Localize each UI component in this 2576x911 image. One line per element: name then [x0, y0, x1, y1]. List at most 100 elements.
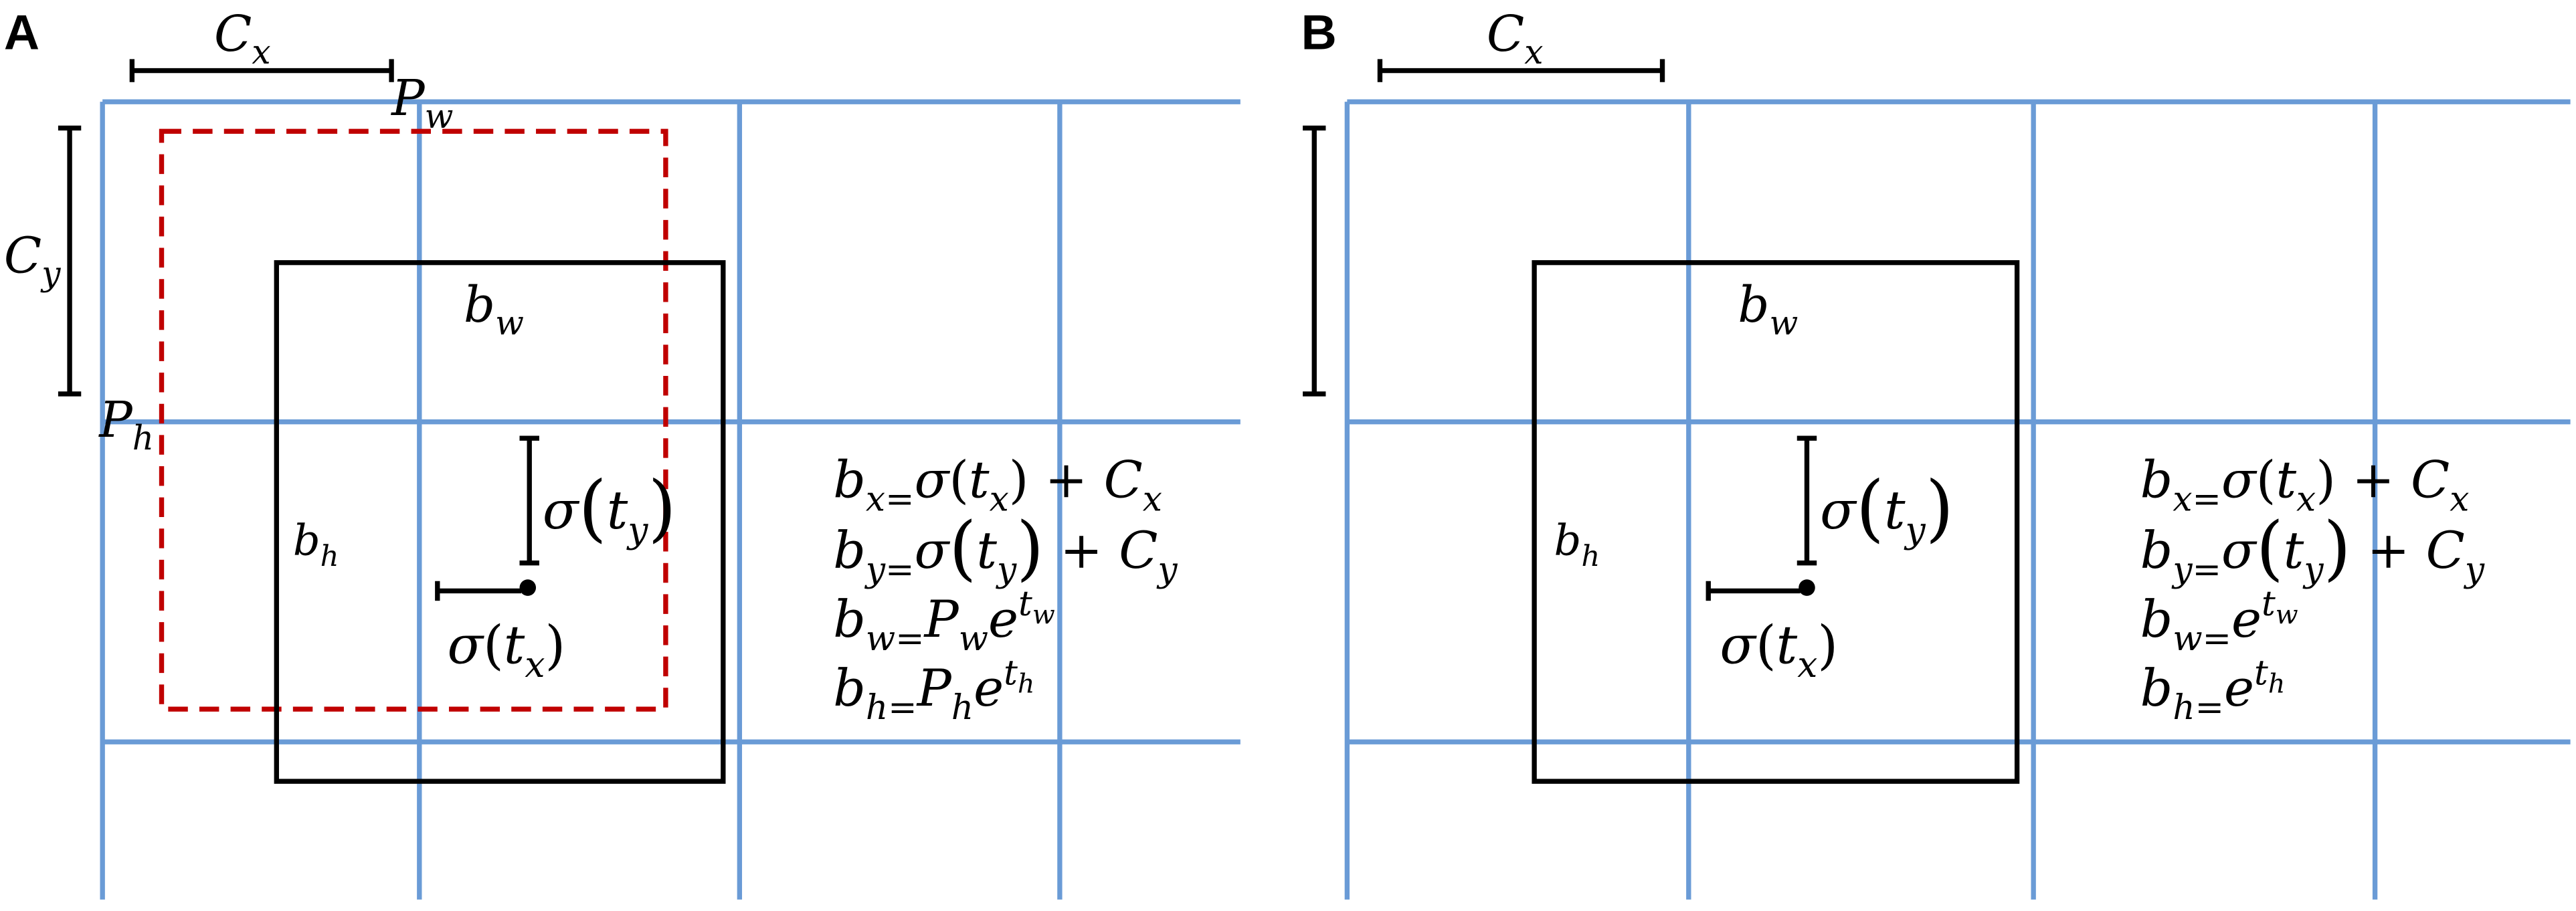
equation-by-a-part: (: [949, 507, 976, 589]
sigma-ty-label-a-part: (: [578, 465, 606, 550]
equation-bx-b-part: t: [2276, 450, 2296, 510]
sigma-ty-label-a-part: ): [648, 465, 676, 550]
bw-label-a-part: w: [495, 304, 524, 342]
sigma-ty-label-a: σ(ty): [543, 465, 676, 550]
cx-label-b: Cx: [1487, 6, 1544, 72]
predicted-box-a: [274, 260, 726, 784]
equation-bw-a-part: w=: [866, 619, 925, 659]
equation-by-b-part: t: [2284, 520, 2304, 580]
equation-bx-a-part: x: [1143, 479, 1162, 519]
bw-label-a-part: b: [464, 277, 495, 334]
equation-bx-b-part: σ: [2221, 450, 2258, 510]
equation-by-b-part: y: [2464, 550, 2485, 590]
offset-brackets-a: [58, 59, 539, 601]
equation-bh-b-part: h: [2268, 668, 2285, 699]
equation-by-b-part: σ: [2221, 520, 2258, 580]
offset-brackets-b: [1303, 59, 1817, 601]
equation-bw-b-part: w: [2276, 599, 2298, 630]
equation-by-b-part: +: [2351, 520, 2426, 580]
equation-bw-a: bw=Pwetw: [833, 584, 1055, 659]
equation-by-a-part: C: [1119, 520, 1158, 580]
equation-bw-a-part: b: [833, 589, 866, 649]
equation-bw-a-part: w: [1032, 599, 1055, 630]
equation-bw-a-part: e: [988, 589, 1018, 649]
equation-bh-a-part: t: [1004, 653, 1018, 693]
sigma-tx-label-b-part: ): [1817, 614, 1838, 676]
cx-label-b-part: C: [1487, 6, 1524, 63]
bw-label-b-part: w: [1770, 304, 1799, 342]
equation-by-a-part: +: [1044, 520, 1119, 580]
panel-a: A Cx Cy Pw Ph bw bh σ(ty) σ(tx) bx=σ(tx)…: [4, 5, 1240, 900]
bw-label-b: bw: [1738, 277, 1798, 342]
equation-bx-a: bx=σ(tx) + Cx: [833, 450, 1162, 520]
equation-bw-b-part: b: [2140, 589, 2173, 649]
bh-label-a-part: b: [293, 516, 320, 565]
panel-b-label: B: [1301, 5, 1337, 60]
equation-bh-b-part: b: [2140, 658, 2173, 718]
equation-bw-b: bw=etw: [2140, 584, 2298, 659]
ph-label-a-part: h: [132, 419, 154, 458]
equation-bx-a-part: t: [969, 450, 990, 510]
sigma-ty-label-a-part: t: [607, 480, 628, 541]
equation-by-a-part: σ: [914, 520, 950, 580]
equation-bh-a-part: e: [974, 658, 1004, 718]
equation-bh-b-part: h=: [2173, 688, 2224, 728]
equation-bh-a-part: P: [916, 658, 953, 718]
box-center-dot: [1799, 579, 1815, 596]
equation-bh-b-part: t: [2254, 653, 2268, 693]
sigma-tx-label-b-part: (: [1756, 614, 1776, 676]
equation-by-a-part: y: [996, 550, 1017, 590]
equation-by-a: by=σ(ty) + Cy: [833, 507, 1178, 590]
equation-bh-a-part: h: [1018, 668, 1034, 699]
sigma-ty-label-a-part: σ: [543, 480, 580, 541]
equation-bw-a-part: w: [959, 619, 988, 659]
sigma-tx-label-a-part: σ: [448, 614, 485, 676]
grid-a: [100, 99, 1240, 900]
equation-by-a-part: y=: [864, 550, 915, 590]
sigma-tx-label-b: σ(tx): [1720, 614, 1838, 685]
panel-a-label: A: [4, 5, 39, 60]
equation-bh-a-part: h: [951, 688, 974, 728]
grid-b: [1344, 99, 2571, 900]
equation-by-b-part: (: [2256, 507, 2284, 589]
pw-label-a: Pw: [390, 70, 453, 136]
equation-bx-b-part: ): [2316, 450, 2336, 510]
equation-by-b-part: b: [2140, 520, 2173, 580]
equation-bw-a-part: P: [923, 589, 960, 649]
box-center-dot: [519, 579, 537, 596]
equation-by-b-part: ): [2324, 507, 2351, 589]
bw-label-a: bw: [464, 277, 524, 342]
equation-bx-a-part: σ: [914, 450, 950, 510]
equation-bx-b-part: x=: [2173, 479, 2221, 519]
bh-label-b: bh: [1554, 516, 1600, 573]
equation-bh-a-part: h=: [866, 688, 917, 728]
equation-bw-b-part: e: [2231, 589, 2262, 649]
pw-label-a-part: w: [425, 97, 454, 136]
equation-bx-a-part: x: [990, 479, 1009, 519]
equation-bh-a-part: b: [833, 658, 866, 718]
bh-label-a: bh: [293, 516, 339, 573]
sigma-ty-label-b-part: y: [1904, 509, 1926, 551]
pw-label-a-part: P: [390, 70, 426, 127]
anchor-prior-box-a: [159, 128, 668, 712]
equation-bx-b-part: +: [2336, 450, 2411, 510]
cx-label-b-part: x: [1524, 33, 1543, 72]
sigma-tx-label-a-part: x: [525, 643, 545, 686]
equation-bx-a-part: +: [1028, 450, 1103, 510]
equation-bx-a-part: b: [833, 450, 866, 510]
sigma-ty-label-b-part: t: [1884, 480, 1906, 541]
predicted-box-rect: [1532, 260, 2020, 784]
equation-bw-b-part: t: [2262, 584, 2276, 624]
equation-by-b: by=σ(ty) + Cy: [2140, 507, 2485, 590]
sigma-tx-label-a-part: t: [504, 614, 525, 676]
equation-bw-b-part: w=: [2173, 619, 2231, 659]
bh-label-b-part: b: [1554, 516, 1582, 565]
cy-label-a-part: C: [4, 227, 41, 284]
equation-bx-a-part: (: [949, 450, 969, 510]
panel-b: B Cx bw bh σ(ty) σ(tx) bx=σ(tx) + Cx by=…: [1301, 5, 2571, 900]
sigma-ty-label-b-part: (: [1856, 465, 1884, 550]
sigma-ty-label-b: σ(ty): [1820, 465, 1954, 550]
bh-label-a-part: h: [320, 540, 339, 573]
sigma-ty-label-b-part: σ: [1820, 480, 1857, 541]
